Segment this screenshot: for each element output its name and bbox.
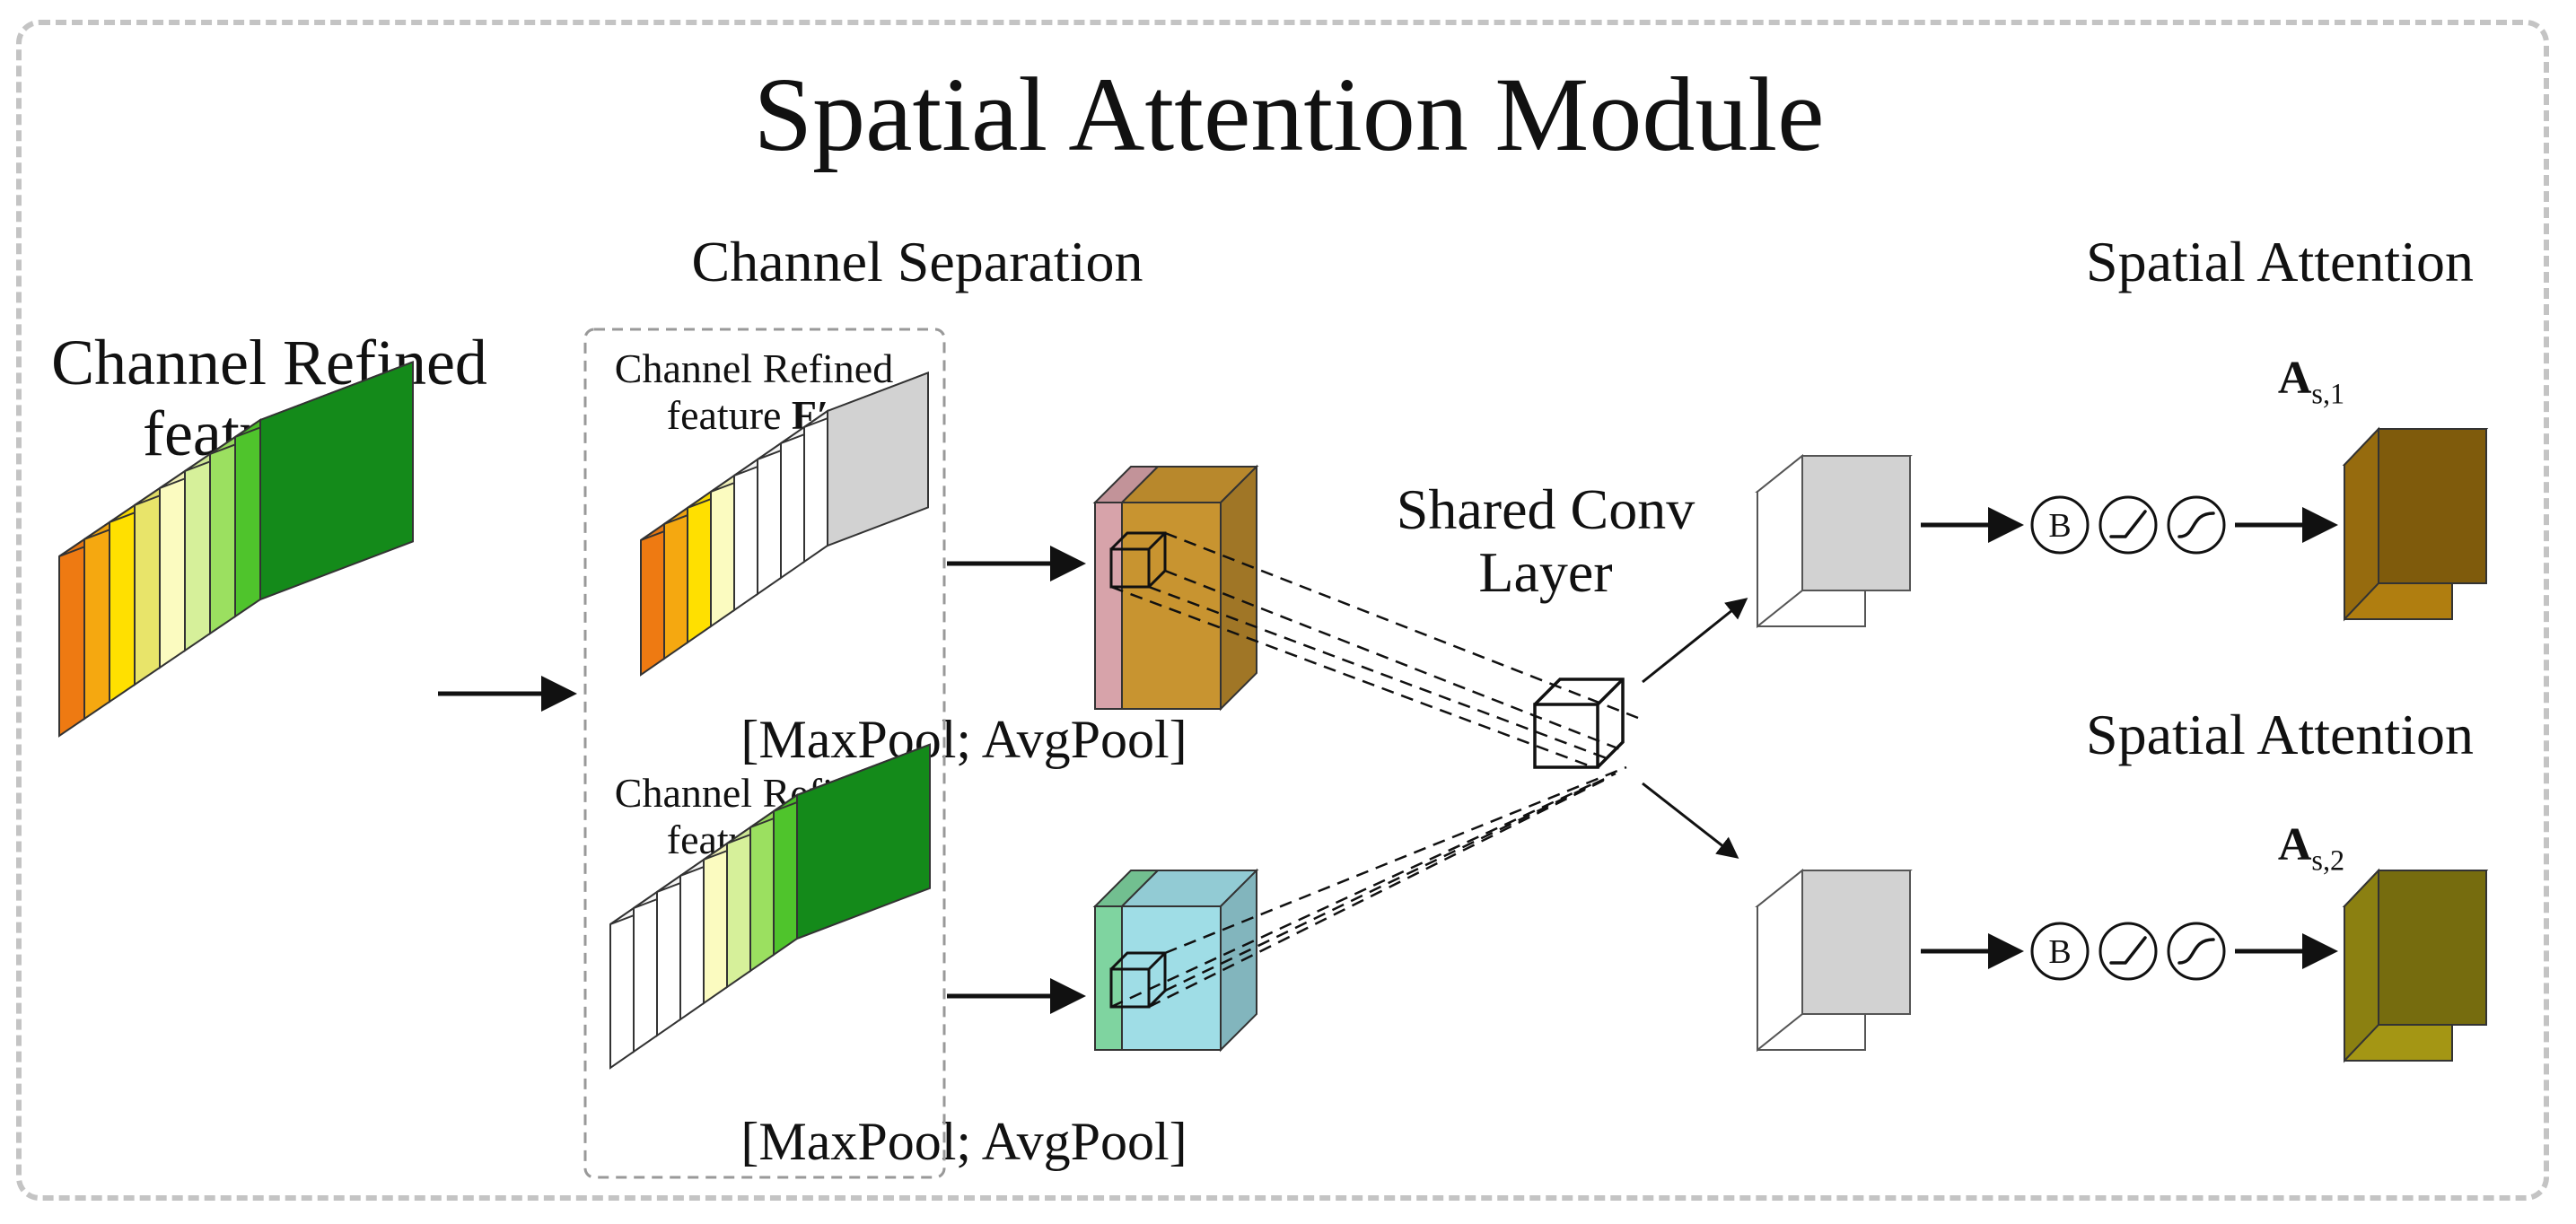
module-frame [16,20,2549,1201]
channel-slice-side [134,486,161,686]
shared-conv-label: Shared Conv Layer [1396,477,1695,605]
channel-slice-side [656,874,681,1037]
output-2-symbol: A [2277,819,2312,870]
op-circles-1 [2030,495,2226,555]
channel-slice-side [749,809,775,973]
channel-slice-side [184,452,211,652]
sub-feature-cube-2 [609,743,931,1070]
batchnorm-symbol-1: B [2048,507,2071,545]
channel-slice-side [663,506,688,660]
cube-front-face [796,743,931,940]
attention-map-2 [2342,868,2489,1063]
op-circles-2 [2030,922,2226,981]
input-feature-cube [58,360,414,738]
batchnorm-icon [2030,922,2090,981]
cube-front-face [259,360,414,601]
pool-label-1: [MaxPool; AvgPool] [740,710,1187,769]
projection-lines-2 [1110,765,1627,1009]
sub-feature-1-line1: Channel Refined [614,345,894,391]
batchnorm-symbol-2: B [2048,933,2071,971]
channel-slice-side [58,538,85,738]
relu-icon [2098,922,2158,981]
channel-slice-side [640,522,665,677]
shared-conv-line1: Shared Conv [1396,477,1695,541]
channel-slice-side [209,435,236,635]
batchnorm-icon [2030,495,2090,555]
shared-conv-line2: Layer [1478,540,1613,605]
pooled-map-1 [1092,464,1259,712]
output-label-1: As,1 [2278,352,2344,410]
channel-slice-side [803,409,828,564]
channel-slice-side [726,826,751,989]
channel-slice-side [109,503,136,704]
cube-front-face [827,371,929,547]
shared-conv-cube [1533,678,1625,769]
channel-slice-side [710,474,735,628]
channel-slice-side [633,890,658,1054]
channel-slice-side [773,793,798,957]
channel-slice-side [733,458,758,612]
diagram-title: Spatial Attention Module [753,56,1825,173]
output-2-subscript: s,2 [2311,844,2345,877]
channel-slice-side [687,490,712,644]
output-1-subscript: s,1 [2311,377,2345,410]
projection-lines-1 [1110,531,1639,769]
relu-icon [2098,495,2158,555]
sigmoid-icon [2167,922,2226,981]
channel-slice-side [679,858,705,1021]
arrow-conv-to-map2 [1642,782,1739,859]
sigmoid-icon [2167,495,2226,555]
output-1-symbol: A [2277,353,2312,404]
spatial-attention-label-2: Spatial Attention [2086,703,2474,766]
attention-map-1 [2342,426,2489,622]
input-label-line1: Channel Refined [51,327,487,398]
sub-feature-cube-1 [640,371,929,677]
channel-slice-side [83,520,110,721]
conv-map-2 [1755,868,1913,1053]
channel-separation-box [583,328,946,1179]
arrow-conv-to-map1 [1642,598,1748,684]
sub-feature-1-line2: feature [666,391,782,438]
channel-slice-side [234,418,261,618]
pool-label-2: [MaxPool; AvgPool] [740,1112,1187,1171]
conv-map-1 [1755,453,1913,629]
channel-slice-side [159,469,186,669]
output-label-2: As,2 [2278,818,2344,877]
activation-glyphs [2109,510,2215,965]
channel-slice-side [703,842,728,1005]
channel-separation-label: Channel Separation [691,230,1143,293]
flow-arrows [438,507,2338,1014]
conv-branch-arrows [1642,598,1748,859]
channel-slice-side [609,906,635,1070]
channel-slice-side [780,425,805,580]
spatial-attention-label-1: Spatial Attention [2086,230,2474,293]
channel-slice-side [757,442,782,596]
